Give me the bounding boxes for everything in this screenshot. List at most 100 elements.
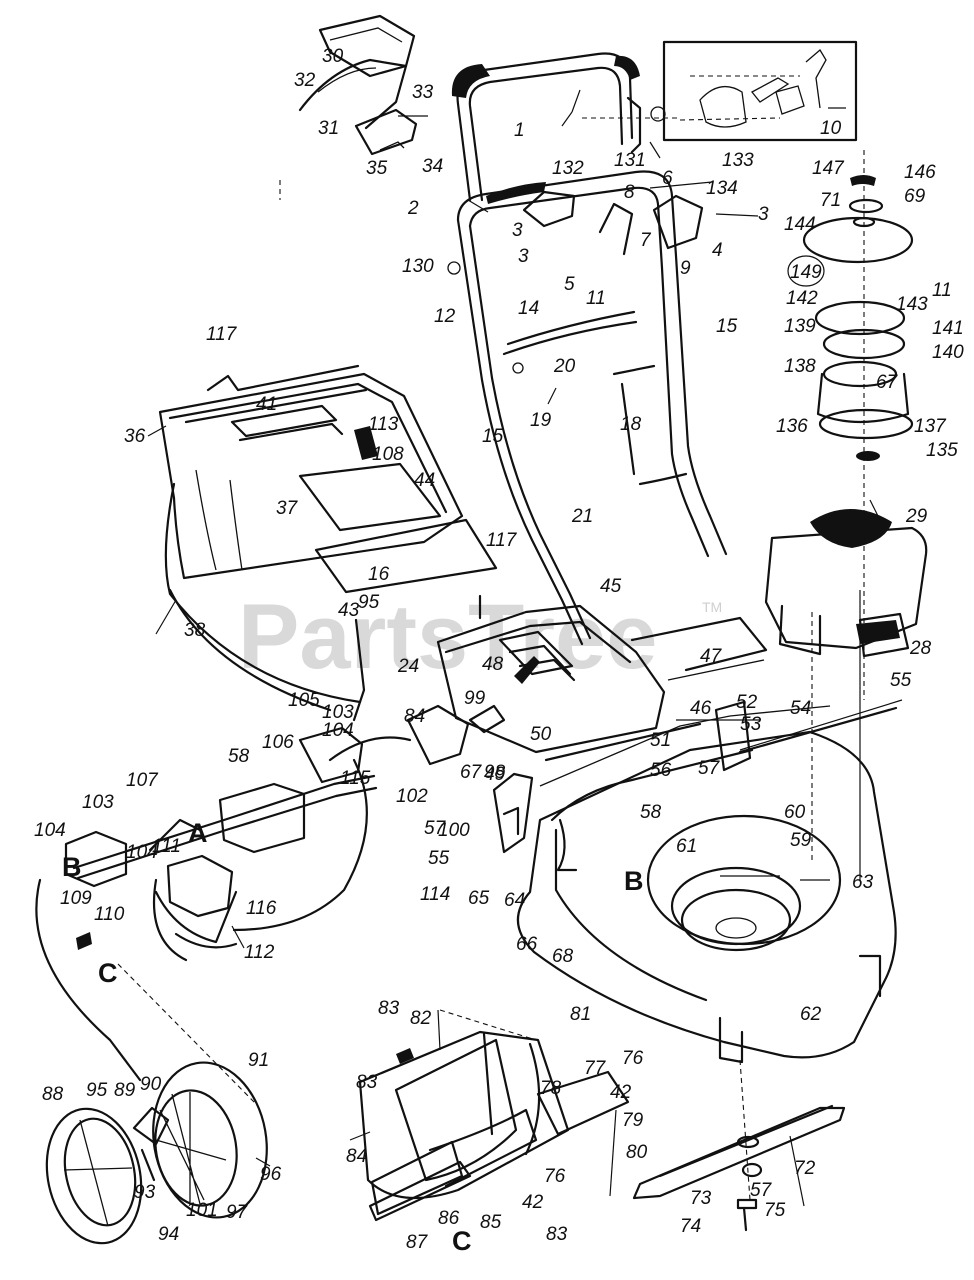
- part-label: 28: [909, 638, 932, 659]
- part-label: 55: [890, 670, 912, 691]
- part-label: 134: [706, 178, 738, 199]
- part-label: 114: [420, 884, 450, 905]
- part-label: 51: [650, 730, 671, 751]
- part-label: 57: [698, 758, 721, 779]
- part-label: 2: [407, 198, 419, 219]
- part-label: 60: [784, 802, 806, 823]
- cables-and-leaders: [117, 89, 903, 1207]
- rear-cover: [436, 604, 768, 754]
- part-label: 84: [404, 706, 425, 727]
- part-label: 76: [622, 1048, 644, 1069]
- part-label: 78: [540, 1078, 562, 1099]
- part-label: 24: [397, 656, 419, 677]
- part-label: 136: [776, 416, 808, 437]
- part-label: 137: [914, 416, 947, 437]
- engine: [764, 509, 928, 658]
- part-label: 6: [662, 168, 673, 189]
- part-label: 112: [244, 942, 275, 963]
- part-label: 33: [412, 82, 434, 103]
- part-label: 48: [482, 654, 504, 675]
- part-label: 86: [438, 1208, 460, 1229]
- part-label: 14: [518, 298, 539, 319]
- part-label: 140: [932, 342, 964, 363]
- section-label-a: A: [188, 818, 208, 848]
- part-label: 62: [800, 1004, 822, 1025]
- part-label: 101: [186, 1200, 218, 1221]
- section-label-c-left: C: [98, 958, 118, 988]
- control-bracket: [468, 656, 898, 872]
- part-label: 46: [690, 698, 712, 719]
- part-label: 84: [346, 1146, 367, 1167]
- part-label: 34: [422, 156, 443, 177]
- part-label: 107: [126, 770, 159, 791]
- part-label: 85: [480, 1212, 502, 1233]
- part-label: 83: [356, 1072, 378, 1093]
- part-label: 98: [484, 762, 506, 783]
- part-label: 96: [260, 1164, 282, 1185]
- callout-circle-149: [787, 255, 825, 287]
- part-label: 59: [790, 830, 812, 851]
- part-label: 52: [736, 692, 758, 713]
- part-label: 104: [34, 820, 66, 841]
- upper-handle: [451, 52, 642, 202]
- blade-adapter: [802, 150, 914, 860]
- part-label: 29: [905, 506, 928, 527]
- part-label: 117: [486, 530, 518, 551]
- part-label: 93: [134, 1182, 156, 1203]
- part-label: 91: [248, 1050, 269, 1071]
- part-label: 43: [338, 600, 360, 621]
- control-parts-top: [298, 14, 428, 156]
- inset-box: [662, 40, 858, 142]
- part-label: 130: [402, 256, 434, 277]
- part-label: 149: [790, 262, 822, 283]
- part-label: 90: [140, 1074, 162, 1095]
- part-label: 109: [60, 888, 92, 909]
- part-label: 95: [358, 592, 380, 613]
- part-label: 139: [784, 316, 816, 337]
- part-label: 56: [650, 760, 672, 781]
- part-label: 3: [512, 220, 523, 241]
- part-labels: 1 2 3 3 3 4 5 6 7 8 9 10 11 11 12 14 15 …: [34, 46, 964, 1253]
- part-label: 135: [926, 440, 958, 461]
- part-label: 49: [484, 764, 506, 785]
- part-label: 41: [256, 394, 277, 415]
- rear-axle-assembly: [35, 704, 470, 1082]
- part-label: 95: [86, 1080, 108, 1101]
- part-label: 32: [294, 70, 316, 91]
- part-label: 16: [368, 564, 390, 585]
- part-label: 8: [624, 182, 635, 203]
- part-drawings: [35, 14, 928, 1245]
- grass-catcher: [158, 364, 498, 722]
- part-label: 72: [794, 1158, 816, 1179]
- part-label: 19: [530, 410, 552, 431]
- part-label: 31: [318, 118, 339, 139]
- part-label: 18: [620, 414, 642, 435]
- part-label: 147: [812, 158, 845, 179]
- part-label: 138: [784, 356, 816, 377]
- rear-wheel: [45, 1061, 268, 1245]
- mower-deck: [516, 705, 897, 1064]
- part-label: 132: [552, 158, 584, 179]
- part-label: 38: [184, 620, 206, 641]
- part-label: 77: [584, 1058, 607, 1079]
- part-label: 141: [932, 318, 964, 339]
- part-label: 143: [896, 294, 928, 315]
- part-label: 88: [42, 1084, 64, 1105]
- part-label: 9: [680, 258, 691, 279]
- part-label: 44: [414, 470, 435, 491]
- part-label: 50: [530, 724, 552, 745]
- part-label: 83: [378, 998, 400, 1019]
- part-label: 108: [372, 444, 404, 465]
- part-label: 36: [124, 426, 146, 447]
- part-label: 110: [94, 904, 125, 925]
- part-label: 146: [904, 162, 936, 183]
- part-label: 58: [640, 802, 662, 823]
- part-label: 117: [206, 324, 238, 345]
- part-label: 15: [716, 316, 738, 337]
- part-label: 63: [852, 872, 874, 893]
- part-label: 47: [700, 646, 723, 667]
- part-label: 37: [276, 498, 299, 519]
- part-label: 11: [586, 288, 606, 309]
- part-label: 106: [262, 732, 294, 753]
- part-label: 105: [288, 690, 320, 711]
